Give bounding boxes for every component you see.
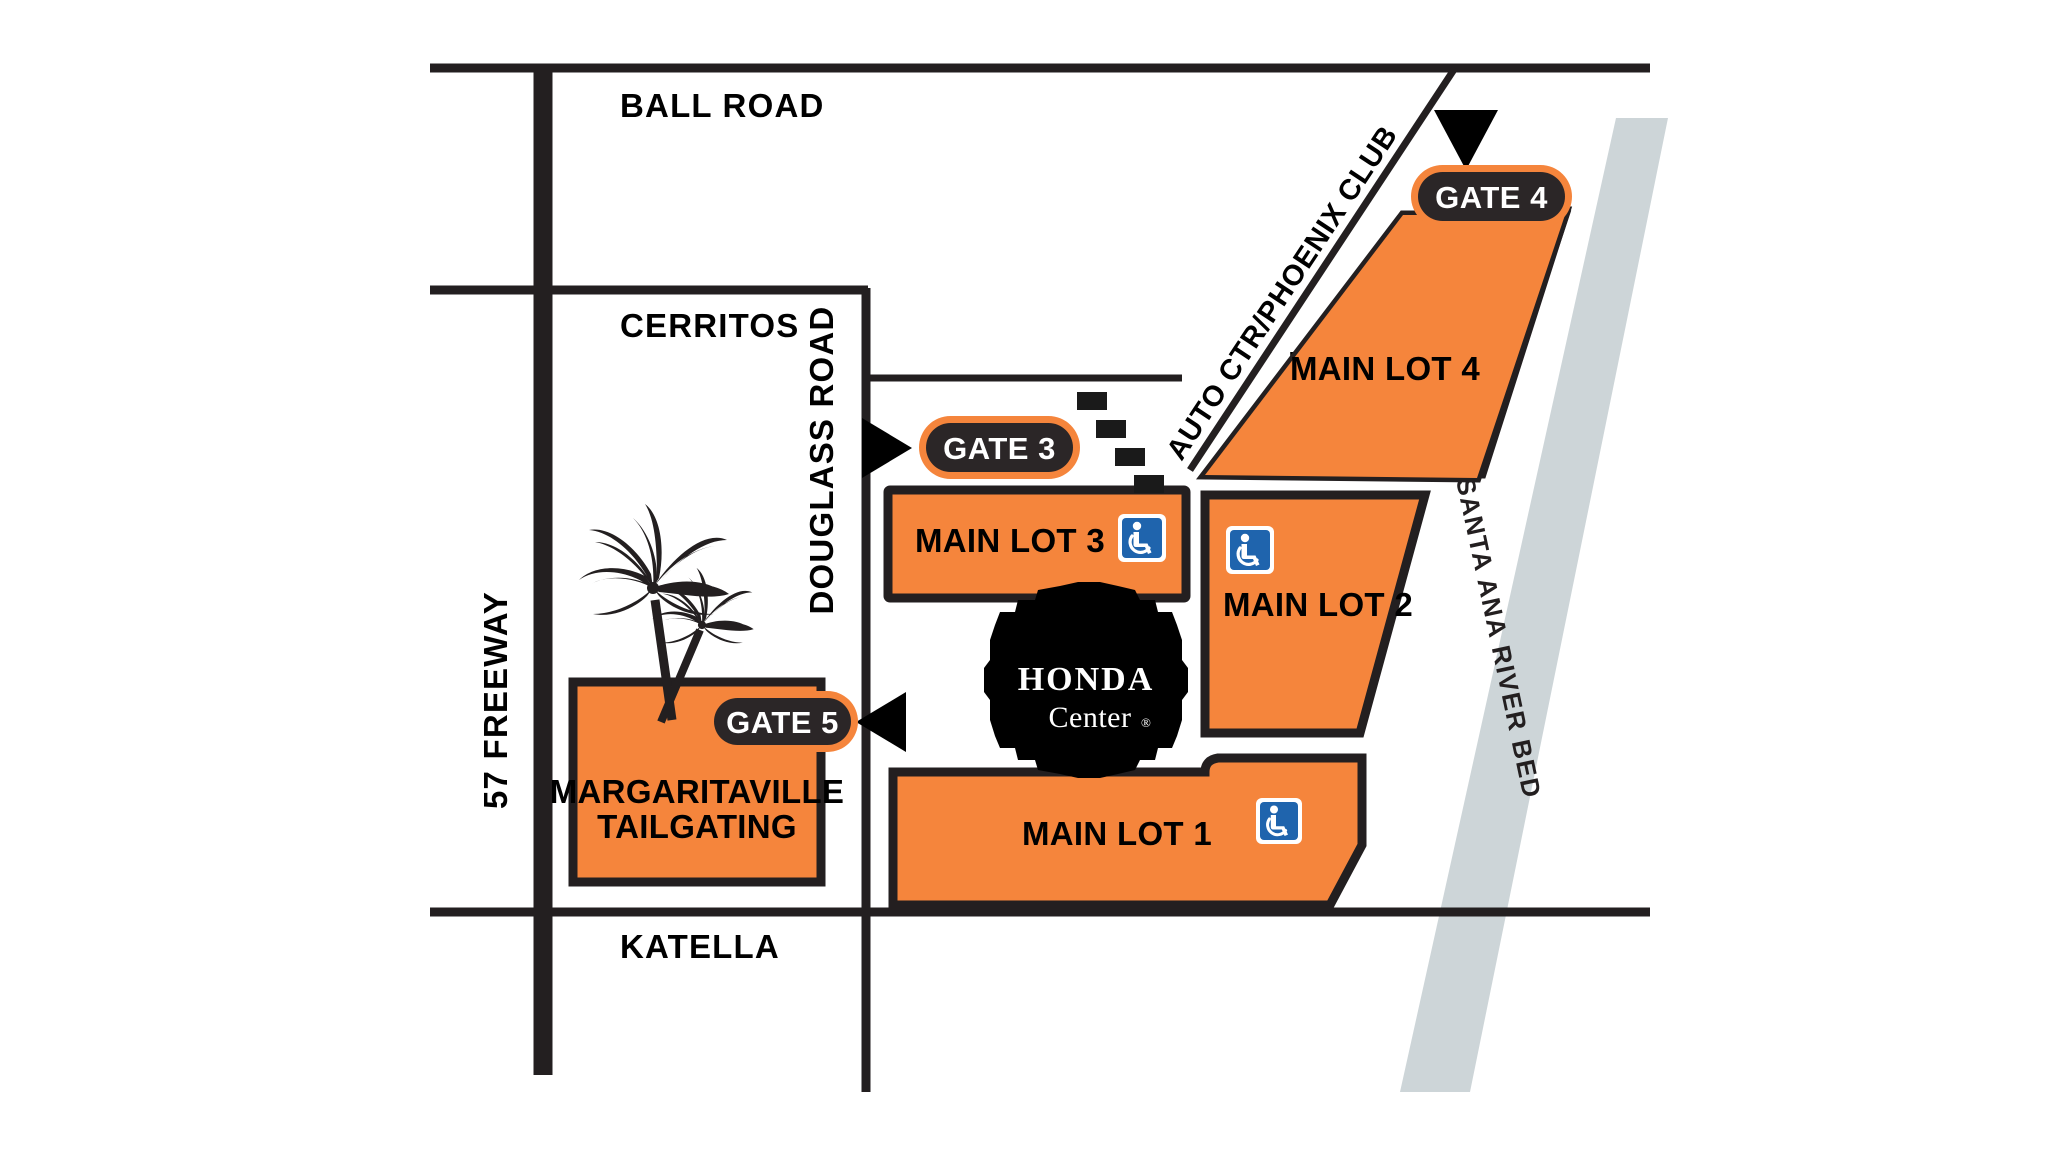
gate3-path-markers [1077,392,1164,493]
label-cerritos: CERRITOS [620,307,800,344]
gate-3[interactable]: GATE 3 [862,416,1080,479]
gate5-arrow-icon [856,692,906,752]
path-block-4 [1134,475,1164,493]
lot4-text: MAIN LOT 4 [1290,350,1480,387]
gate3-arrow-icon [862,418,912,478]
gate-4[interactable]: GATE 4 [1411,110,1572,228]
gate3-label: GATE 3 [943,431,1056,466]
lot-main-lot-4-body[interactable]: MAIN LOT 4 [1195,210,1572,483]
lot-main-lot-3[interactable]: MAIN LOT 3 [883,485,1191,603]
gate4-pill-inner [1418,172,1565,221]
gate3-pill-inner [926,423,1073,472]
label-katella: KATELLA [620,928,780,965]
road-auto-ctr-phoenix-club [1187,66,1458,472]
margaritaville-label-line2: TAILGATING [597,808,797,845]
honda-wordmark: HONDA [1018,661,1155,698]
river-band [1400,118,1668,1092]
trademark-mark: ® [1141,715,1151,730]
path-block-3 [1115,448,1145,466]
label-57-freeway: 57 FREEWAY [477,591,514,809]
lot3-accessible-icon [1118,514,1166,562]
center-wordmark: Center [1049,701,1132,734]
gate-5[interactable]: GATE 5 [707,691,906,752]
gate5-label: GATE 5 [726,705,839,740]
lot1-shape [888,753,1367,910]
path-block-2 [1096,420,1126,438]
lot-margaritaville-tailgating[interactable]: MARGARITAVILLE TAILGATING [550,677,844,887]
honda-center-venue: HONDA Center ® [984,582,1188,778]
label-ball-road: BALL ROAD [620,87,825,124]
gate4-label: GATE 4 [1435,180,1548,215]
lot2-label: MAIN LOT 2 [1223,586,1413,623]
lot2-accessible-icon [1226,526,1274,574]
lot-main-lot-2[interactable]: MAIN LOT 2 [1200,490,1431,738]
lot1-label: MAIN LOT 1 [1022,815,1212,852]
label-douglass-road: DOUGLASS ROAD [803,306,840,615]
lot1-accessible-icon [1256,798,1302,844]
lot4-fill [1205,215,1565,478]
gate4-arrow-icon [1434,110,1498,170]
palm-tree-icon [579,504,754,724]
lot3-label: MAIN LOT 3 [915,522,1105,559]
arena-shape [984,582,1188,778]
lot-main-lot-1[interactable]: MAIN LOT 1 [888,753,1367,910]
path-block-1 [1077,392,1107,410]
margaritaville-label-line1: MARGARITAVILLE [550,773,844,810]
gate5-pill-inner [714,698,851,745]
